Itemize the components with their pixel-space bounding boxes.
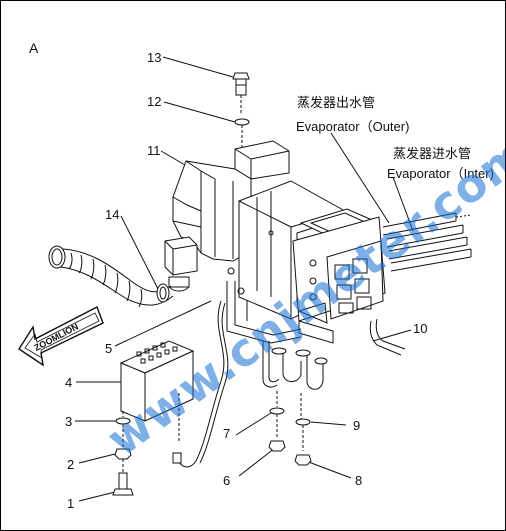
inner-pipe-label-en: Evaporator（Inter) xyxy=(387,166,494,181)
washer-7 xyxy=(269,407,285,415)
washer-9 xyxy=(295,418,311,426)
callout-6: 6 xyxy=(223,473,231,488)
leader-9 xyxy=(310,421,347,426)
leader-14 xyxy=(120,215,160,292)
nut-2 xyxy=(114,448,132,460)
callout-2: 2 xyxy=(67,457,75,472)
outer-pipe-label-cn: 蒸发器出水管 xyxy=(297,96,376,111)
leader-5 xyxy=(114,300,212,347)
bolt-1 xyxy=(112,472,134,496)
leader-outer xyxy=(330,132,390,224)
evaporator-pipes xyxy=(382,212,472,272)
leader-6 xyxy=(238,447,276,477)
controller-box-5 xyxy=(119,340,195,441)
hose-14 xyxy=(48,245,174,308)
callout-12: 12 xyxy=(147,94,162,109)
view-label: A xyxy=(29,40,39,56)
leader-1 xyxy=(78,490,120,502)
leader-2 xyxy=(78,452,120,464)
lower-pipework xyxy=(172,281,328,468)
nut-6 xyxy=(268,440,286,452)
callout-10: 10 xyxy=(413,321,428,336)
leader-12 xyxy=(163,101,236,123)
callout-13: 13 xyxy=(147,50,162,65)
inner-pipe-label-cn: 蒸发器进水管 xyxy=(393,147,472,162)
callout-4: 4 xyxy=(65,375,73,390)
leader-13 xyxy=(162,56,234,78)
bolt-13 xyxy=(232,72,250,115)
leader-8 xyxy=(305,460,352,479)
leader-7 xyxy=(235,412,272,436)
callout-1: 1 xyxy=(67,496,75,511)
callout-5: 5 xyxy=(105,341,113,356)
nut-8 xyxy=(294,454,312,466)
leader-10 xyxy=(372,329,412,342)
evaporator-unit xyxy=(227,180,386,344)
callout-8: 8 xyxy=(355,473,363,488)
washer-12 xyxy=(234,118,250,126)
callout-11: 11 xyxy=(147,143,161,158)
zoomlion-arrow xyxy=(18,306,104,367)
callout-7: 7 xyxy=(223,426,231,441)
callout-3: 3 xyxy=(65,414,73,429)
outer-pipe-label-en: Evaporator（Outer) xyxy=(296,119,410,134)
drain-hose-10 xyxy=(369,318,406,356)
air-duct-11 xyxy=(164,140,290,292)
callout-9: 9 xyxy=(353,418,361,433)
callout-14: 14 xyxy=(105,207,120,222)
